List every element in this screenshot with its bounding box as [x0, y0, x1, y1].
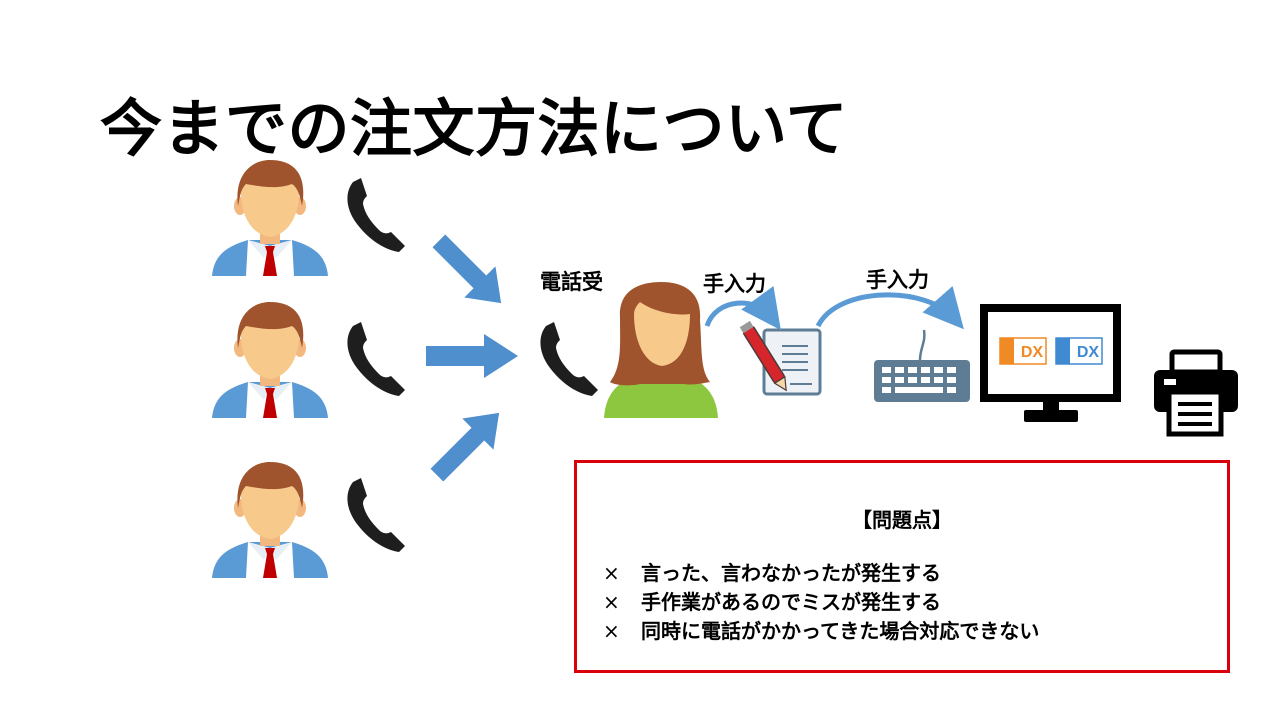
page-title: 今までの注文方法について [100, 92, 849, 165]
customer-man-icon [212, 160, 328, 276]
cross-mark: × [603, 561, 620, 585]
screen-card-text: DX [1077, 344, 1100, 361]
phone-icon [347, 178, 405, 252]
screen-card-text: DX [1021, 344, 1044, 361]
arrow-right-icon [426, 334, 518, 378]
order-form-icon [739, 320, 822, 396]
problem-item: × 言った、言わなかったが発生する [603, 559, 1039, 588]
keyboard-icon [874, 329, 970, 402]
phone-icon [347, 478, 405, 552]
problem-text: 同時に電話がかかってきた場合対応できない [641, 619, 1040, 643]
phone-icon [347, 322, 405, 396]
manual-input-label: 手入力 [866, 268, 929, 292]
receiver-woman-icon [604, 282, 718, 418]
curved-arrow-icon [704, 286, 781, 331]
problem-item: × 同時に電話がかかってきた場合対応できない [603, 617, 1039, 646]
problems-list: × 言った、言わなかったが発生する × 手作業があるのでミスが発生する × 同時に電話… [603, 559, 1039, 646]
screen-card: DX [999, 337, 1047, 365]
problem-text: 手作業があるのでミスが発生する [641, 590, 941, 614]
arrow-down-right-icon [432, 234, 502, 304]
printer-icon [1154, 349, 1238, 437]
phone-receive-label: 電話受 [540, 270, 603, 294]
screen-card: DX [1055, 337, 1103, 365]
customer-man-icon [212, 302, 328, 418]
arrow-up-right-icon [430, 412, 500, 482]
manual-input-label: 手入力 [703, 272, 766, 296]
problems-box: 【問題点】 × 言った、言わなかったが発生する × 手作業があるのでミスが発生する … [574, 460, 1230, 673]
problem-text: 言った、言わなかったが発生する [641, 561, 941, 585]
problems-heading: 【問題点】 [852, 508, 952, 532]
cross-mark: × [603, 619, 620, 643]
curved-arrow-icon [815, 286, 964, 330]
problem-item: × 手作業があるのでミスが発生する [603, 588, 1039, 617]
monitor-icon: DX DX [980, 304, 1121, 422]
cross-mark: × [603, 590, 620, 614]
customer-man-icon [212, 462, 328, 578]
phone-icon [540, 322, 598, 396]
